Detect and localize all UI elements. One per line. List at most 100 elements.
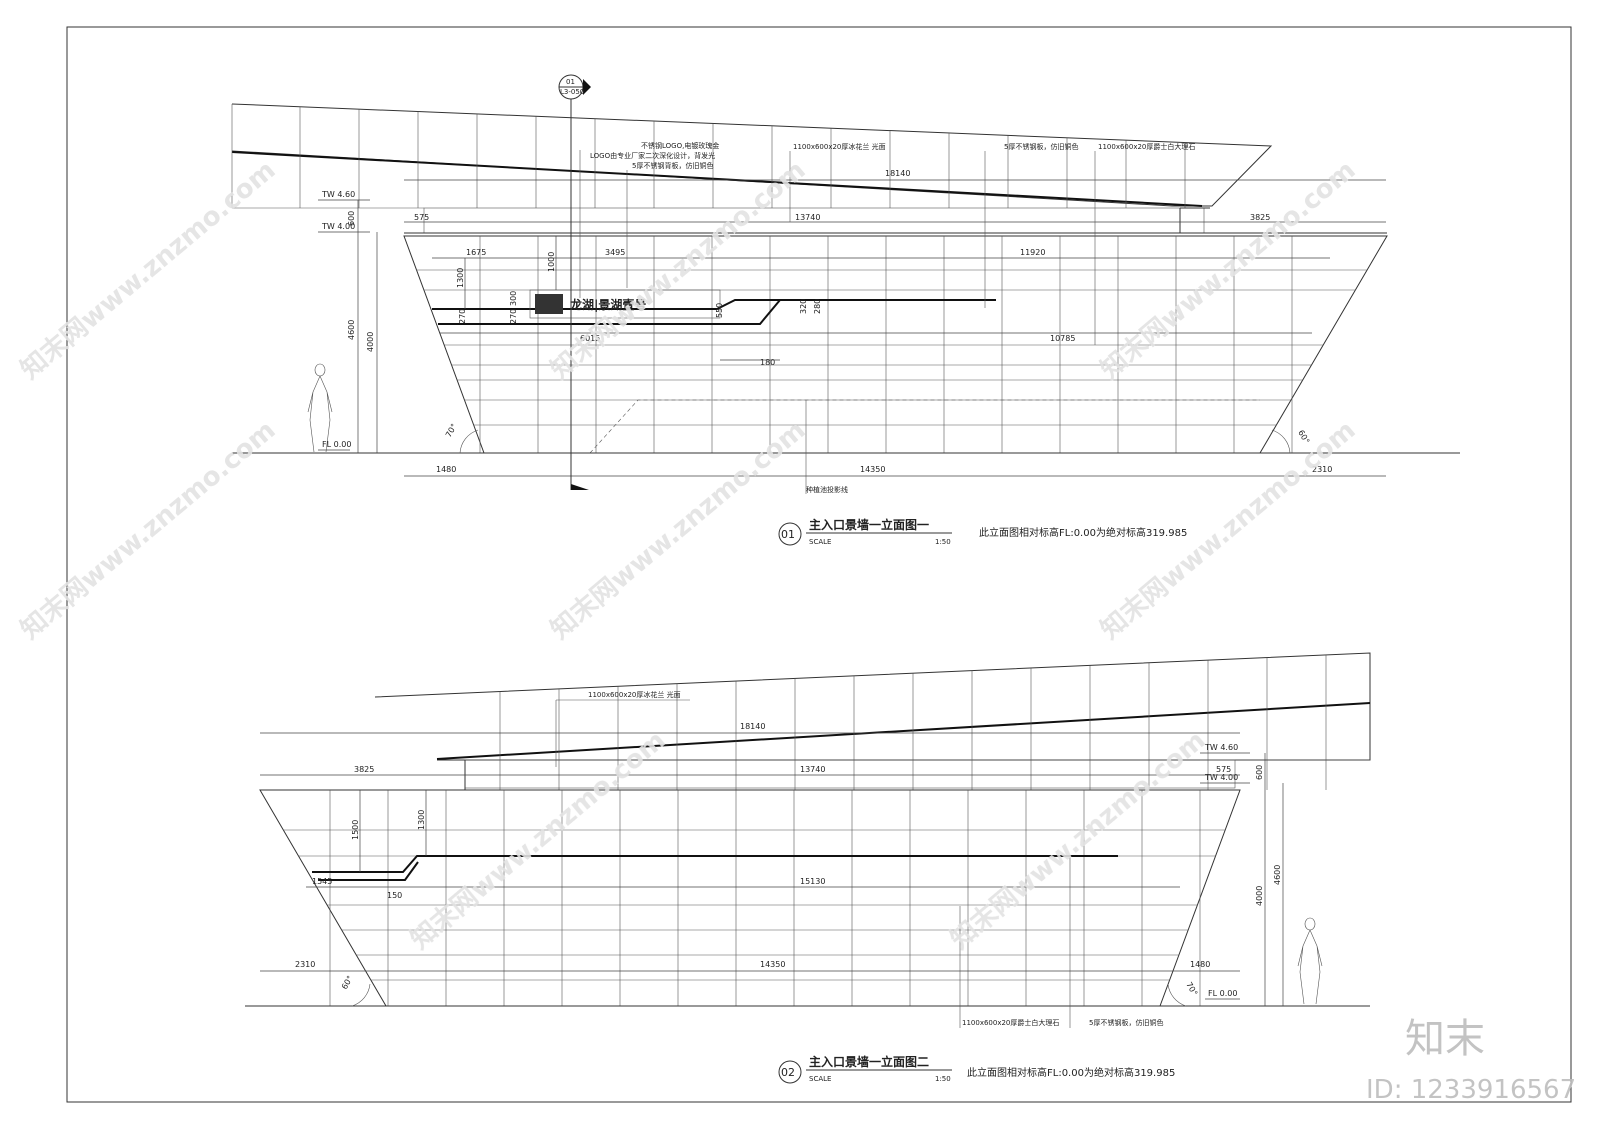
watermark-text-1: 知末网www.znzmo.com [15, 155, 281, 385]
dim-top-total: 18140 [885, 169, 910, 178]
angle-left-1: 70° [444, 422, 459, 439]
dim-300: 300 [509, 291, 518, 306]
dim2-right-cap: 575 [1216, 765, 1231, 774]
title-number-1: 01 [781, 528, 795, 541]
wall-panel-grid [416, 236, 1368, 453]
watermark-id: ID: 1233916567 [1366, 1075, 1576, 1105]
title-block-1: 01 主入口景墙一立面图一 SCALE 1:50 此立面图相对标高FL:0.00… [778, 517, 1187, 546]
dim2-cap: 13740 [800, 765, 825, 774]
svg-text:SCALE: SCALE [809, 1075, 831, 1083]
brand-mark: 知末 [1405, 1016, 1485, 1062]
logo-band-top [432, 299, 996, 310]
svg-text:1100x600x20厚冰花兰 光面: 1100x600x20厚冰花兰 光面 [588, 690, 681, 699]
dim-10785: 10785 [1050, 334, 1075, 343]
watermark-layer: 知末网www.znzmo.com 知末网www.znzmo.com 知末网www… [15, 155, 1576, 1105]
material-notes-2: 1100x600x20厚冰花兰 光面 1100x600x20厚爵士白大理石 5厚… [555, 690, 1163, 1028]
canopy-panel-grid [299, 106, 1186, 208]
elevation-2-drawing: TW 4.60 TW 4.00 FL 0.00 600 4000 4600 18… [245, 652, 1371, 1084]
remark-1: 此立面图相对标高FL:0.00为绝对标高319.985 [979, 526, 1187, 539]
dim-3495: 3495 [605, 248, 625, 257]
dim-bottom-mid: 14350 [860, 465, 885, 474]
svg-text:种植池投影线: 种植池投影线 [806, 485, 848, 494]
dim-1675: 1675 [466, 248, 486, 257]
level-marks-1: TW 4.60 TW 4.00 FL 0.00 [318, 190, 370, 451]
title-block-2: 02 主入口景墙一立面图二 SCALE 1:50 此立面图相对标高FL:0.00… [778, 1054, 1175, 1084]
dim-left-cap: 575 [414, 213, 429, 222]
level-fl-000: FL 0.00 [322, 440, 351, 449]
svg-text:L3-050: L3-050 [560, 88, 584, 96]
dim-h600: 600 [347, 211, 356, 226]
dim2-1545: 1545 [312, 877, 332, 886]
title-number-2: 02 [781, 1066, 795, 1079]
level-marks-2: TW 4.60 TW 4.00 FL 0.00 [1200, 743, 1250, 1000]
svg-text:1100x600x20厚冰花兰 光面: 1100x600x20厚冰花兰 光面 [793, 142, 886, 151]
dim-320: 320 [799, 299, 808, 314]
planter-projection [589, 399, 1260, 454]
level-tw-460: TW 4.60 [321, 190, 355, 199]
logo-text: 龙湖|景湖壹号 [570, 297, 646, 312]
svg-text:1:50: 1:50 [935, 538, 951, 546]
dim-6015: 6015 [580, 334, 600, 343]
dim-550: 550 [715, 303, 724, 318]
elevation-1-drawing: 龙湖|景湖壹号 TW 4.60 TW 4.00 FL 0.00 600 4600… [231, 74, 1460, 546]
logo-mark-icon [535, 294, 563, 314]
human-scale-figure [307, 363, 333, 453]
dim2-bottom-left: 2310 [295, 960, 315, 969]
dim-180: 180 [760, 358, 775, 367]
dim-1300: 1300 [456, 268, 465, 288]
dim-280: 280 [813, 299, 822, 314]
watermark-text-5: 知末网www.znzmo.com [545, 415, 811, 645]
material-notes-1: 不锈钢LOGO,电镀玫瑰金 LOGO由专业厂家二次深化设计，背发光 5厚不锈钢背… [579, 141, 1195, 494]
svg-text:5厚不锈钢板，仿旧铜色: 5厚不锈钢板，仿旧铜色 [1089, 1018, 1163, 1027]
dim-11920: 11920 [1020, 248, 1045, 257]
dim-h4600: 4600 [347, 320, 356, 340]
svg-text:01: 01 [566, 78, 575, 86]
dim-270b: 270 [509, 309, 518, 324]
dim-270a: 270 [458, 309, 467, 324]
dim-1000: 1000 [547, 252, 556, 272]
level-tw-400: TW 4.00 [321, 222, 355, 231]
svg-text:1100x600x20厚爵士白大理石: 1100x600x20厚爵士白大理石 [962, 1018, 1059, 1027]
sheet-border [66, 26, 1572, 1103]
dim2-h4000: 4000 [1255, 886, 1264, 906]
svg-text:1100x600x20厚爵士白大理石: 1100x600x20厚爵士白大理石 [1098, 142, 1195, 151]
dim-h4000: 4000 [366, 332, 375, 352]
canopy-inner-line [231, 151, 1203, 207]
dim2-left-cap: 3825 [354, 765, 374, 774]
dim2-150: 150 [387, 891, 402, 900]
dim-cap: 13740 [795, 213, 820, 222]
level2-tw-400: TW 4.00 [1204, 773, 1238, 782]
dim2-1500: 1500 [351, 820, 360, 840]
watermark-text-4: 知末网www.znzmo.com [15, 415, 281, 645]
dim2-15130: 15130 [800, 877, 825, 886]
dim2-h4600: 4600 [1273, 865, 1282, 885]
dim-right-cap: 3825 [1250, 213, 1270, 222]
level2-fl-000: FL 0.00 [1208, 989, 1237, 998]
dim2-h600: 600 [1255, 765, 1264, 780]
svg-text:不锈钢LOGO,电镀玫瑰金: 不锈钢LOGO,电镀玫瑰金 [641, 141, 719, 150]
remark-2: 此立面图相对标高FL:0.00为绝对标高319.985 [967, 1066, 1175, 1079]
svg-text:5厚不锈钢背板，仿旧铜色: 5厚不锈钢背板，仿旧铜色 [632, 161, 713, 170]
dim-bottom-right: 2310 [1312, 465, 1332, 474]
dim2-top-total: 18140 [740, 722, 765, 731]
logo-band-bottom [438, 299, 781, 325]
svg-text:SCALE: SCALE [809, 538, 831, 546]
watermark-text-2: 知末网www.znzmo.com [545, 155, 811, 385]
svg-text:LOGO由专业厂家二次深化设计，背发光: LOGO由专业厂家二次深化设计，背发光 [590, 151, 715, 160]
dim2-bottom-mid: 14350 [760, 960, 785, 969]
dim-bottom-left: 1480 [436, 465, 456, 474]
angle2-left: 60° [340, 974, 355, 991]
cap-band-2 [464, 759, 1236, 789]
title-2: 主入口景墙一立面图二 [809, 1054, 929, 1069]
human-scale-figure-2 [1297, 917, 1323, 1005]
angle2-right: 70° [1184, 981, 1199, 998]
title-1: 主入口景墙一立面图一 [809, 517, 929, 532]
level2-tw-460: TW 4.60 [1204, 743, 1238, 752]
logo-backplate [529, 289, 721, 319]
svg-text:5厚不锈钢板，仿旧铜色: 5厚不锈钢板，仿旧铜色 [1004, 142, 1078, 151]
dim2-1300: 1300 [417, 810, 426, 830]
svg-text:1:50: 1:50 [935, 1075, 951, 1083]
section-tag: 01 L3-050 [558, 74, 591, 490]
dim2-bottom-right: 1480 [1190, 960, 1210, 969]
